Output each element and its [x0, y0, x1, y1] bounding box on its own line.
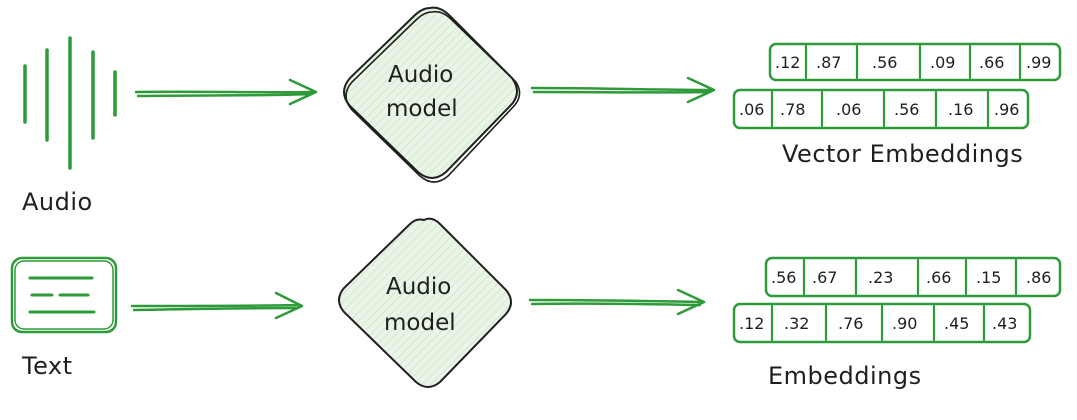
- vector-cell: .06: [836, 100, 861, 119]
- vector-cell: .09: [930, 53, 955, 72]
- arrow-model-to-vectors-1: [530, 76, 716, 104]
- text-model-label-line1: Audio: [386, 274, 451, 300]
- vector-cell: .86: [1026, 268, 1051, 287]
- vector-cell: .66: [926, 268, 951, 287]
- vector-cell: .56: [894, 100, 919, 119]
- audio-input: Audio: [22, 36, 117, 216]
- vector-cell: .56: [872, 53, 897, 72]
- text-model-node: Audio model: [338, 217, 512, 388]
- vector-cell: .15: [976, 268, 1001, 287]
- vector-cell: .45: [944, 314, 969, 333]
- vector-cell: .12: [775, 53, 800, 72]
- audio-label: Audio: [22, 188, 93, 216]
- vector-row-1a: .12 .87 .56 .09 .66 .99: [768, 42, 1062, 82]
- vector-cell: .78: [780, 100, 805, 119]
- vector-row-2a: .56 .67 .23 .66 .15 .86: [764, 256, 1062, 298]
- vector-cell: .32: [784, 314, 809, 333]
- vector-cell: .87: [816, 53, 841, 72]
- audio-model-label-line1: Audio: [388, 62, 453, 88]
- vector-cell: .96: [994, 100, 1019, 119]
- vector-row-2b: .12 .32 .76 .90 .45 .43: [732, 302, 1032, 344]
- audio-waveform-icon: [23, 36, 117, 170]
- vector-embeddings-1: .12 .87 .56 .09 .66 .99 .06 .78 .06 .56 …: [732, 42, 1062, 168]
- vector-cell: .06: [739, 100, 764, 119]
- audio-model-node: Audio model: [343, 6, 521, 183]
- vector-cell: .16: [948, 100, 973, 119]
- vector-cell: .12: [739, 314, 764, 333]
- vector-cell: .66: [979, 53, 1004, 72]
- text-label: Text: [21, 352, 73, 380]
- arrow-text-to-model: [130, 291, 304, 320]
- vector-cell: .23: [868, 268, 893, 287]
- vector-embeddings-label: Vector Embeddings: [782, 140, 1023, 168]
- vector-cell: .56: [771, 268, 796, 287]
- embeddings-2: .56 .67 .23 .66 .15 .86 .12 .32 .76 .90 …: [732, 256, 1062, 390]
- vector-cell: .99: [1026, 53, 1051, 72]
- text-document-icon: [10, 256, 118, 334]
- audio-model-label-line2: model: [386, 96, 458, 122]
- vector-cell: .43: [992, 314, 1017, 333]
- text-model-label-line2: model: [384, 310, 456, 336]
- embeddings-label: Embeddings: [768, 362, 922, 390]
- vector-cell: .90: [892, 314, 917, 333]
- vector-cell: .76: [838, 314, 863, 333]
- vector-cell: .67: [812, 268, 837, 287]
- arrow-model-to-vectors-2: [528, 288, 706, 316]
- arrow-audio-to-model: [134, 78, 318, 106]
- text-input: Text: [10, 256, 118, 380]
- vector-row-1b: .06 .78 .06 .56 .16 .96: [732, 88, 1030, 130]
